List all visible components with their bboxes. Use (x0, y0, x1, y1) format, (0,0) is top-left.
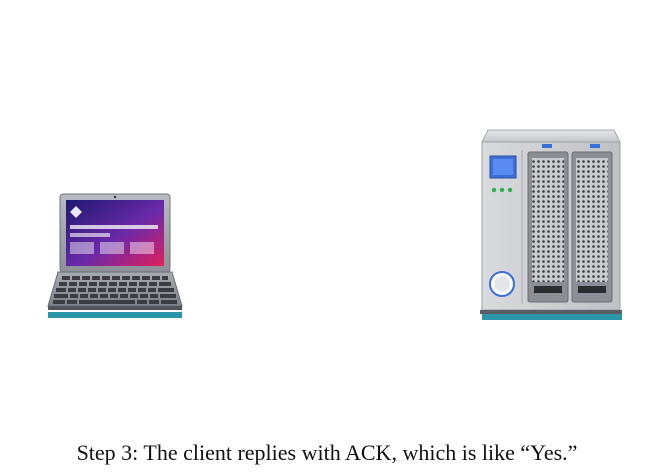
server-icon (480, 129, 622, 320)
step-caption: Step 3: The client replies with ACK, whi… (76, 440, 578, 465)
laptop-icon (47, 193, 183, 318)
